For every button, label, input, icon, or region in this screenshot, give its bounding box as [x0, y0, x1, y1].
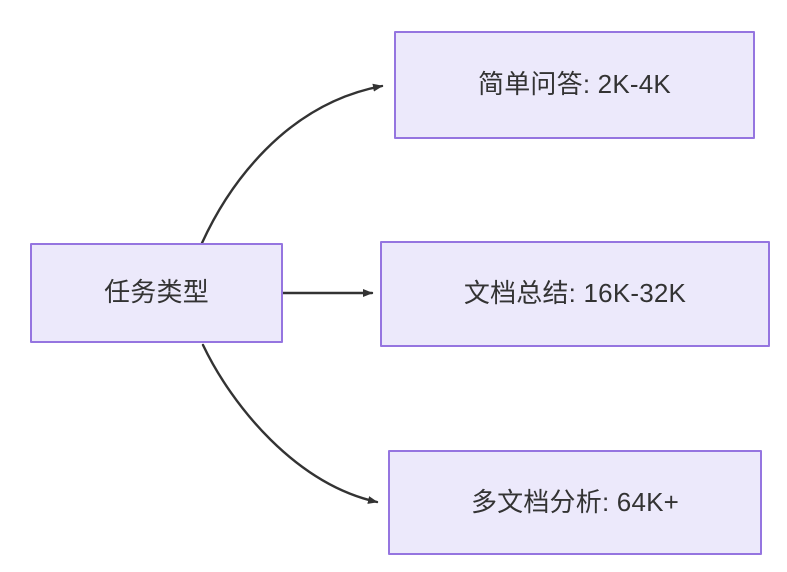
node-label-task-type: 任务类型 [104, 277, 209, 308]
node-simple-qa[interactable]: 简单问答: 2K-4K [394, 31, 755, 139]
node-label-simple-qa: 简单问答: 2K-4K [478, 69, 671, 100]
node-doc-summary[interactable]: 文档总结: 16K-32K [380, 241, 770, 347]
node-multi-doc[interactable]: 多文档分析: 64K+ [388, 450, 762, 555]
edge-root-to-multi-doc [201, 343, 379, 504]
edge-root-to-simple-qa [200, 83, 384, 245]
node-label-multi-doc: 多文档分析: 64K+ [470, 486, 680, 517]
node-label-doc-summary: 文档总结: 16K-32K [463, 278, 687, 309]
node-task-type[interactable]: 任务类型 [30, 243, 283, 343]
